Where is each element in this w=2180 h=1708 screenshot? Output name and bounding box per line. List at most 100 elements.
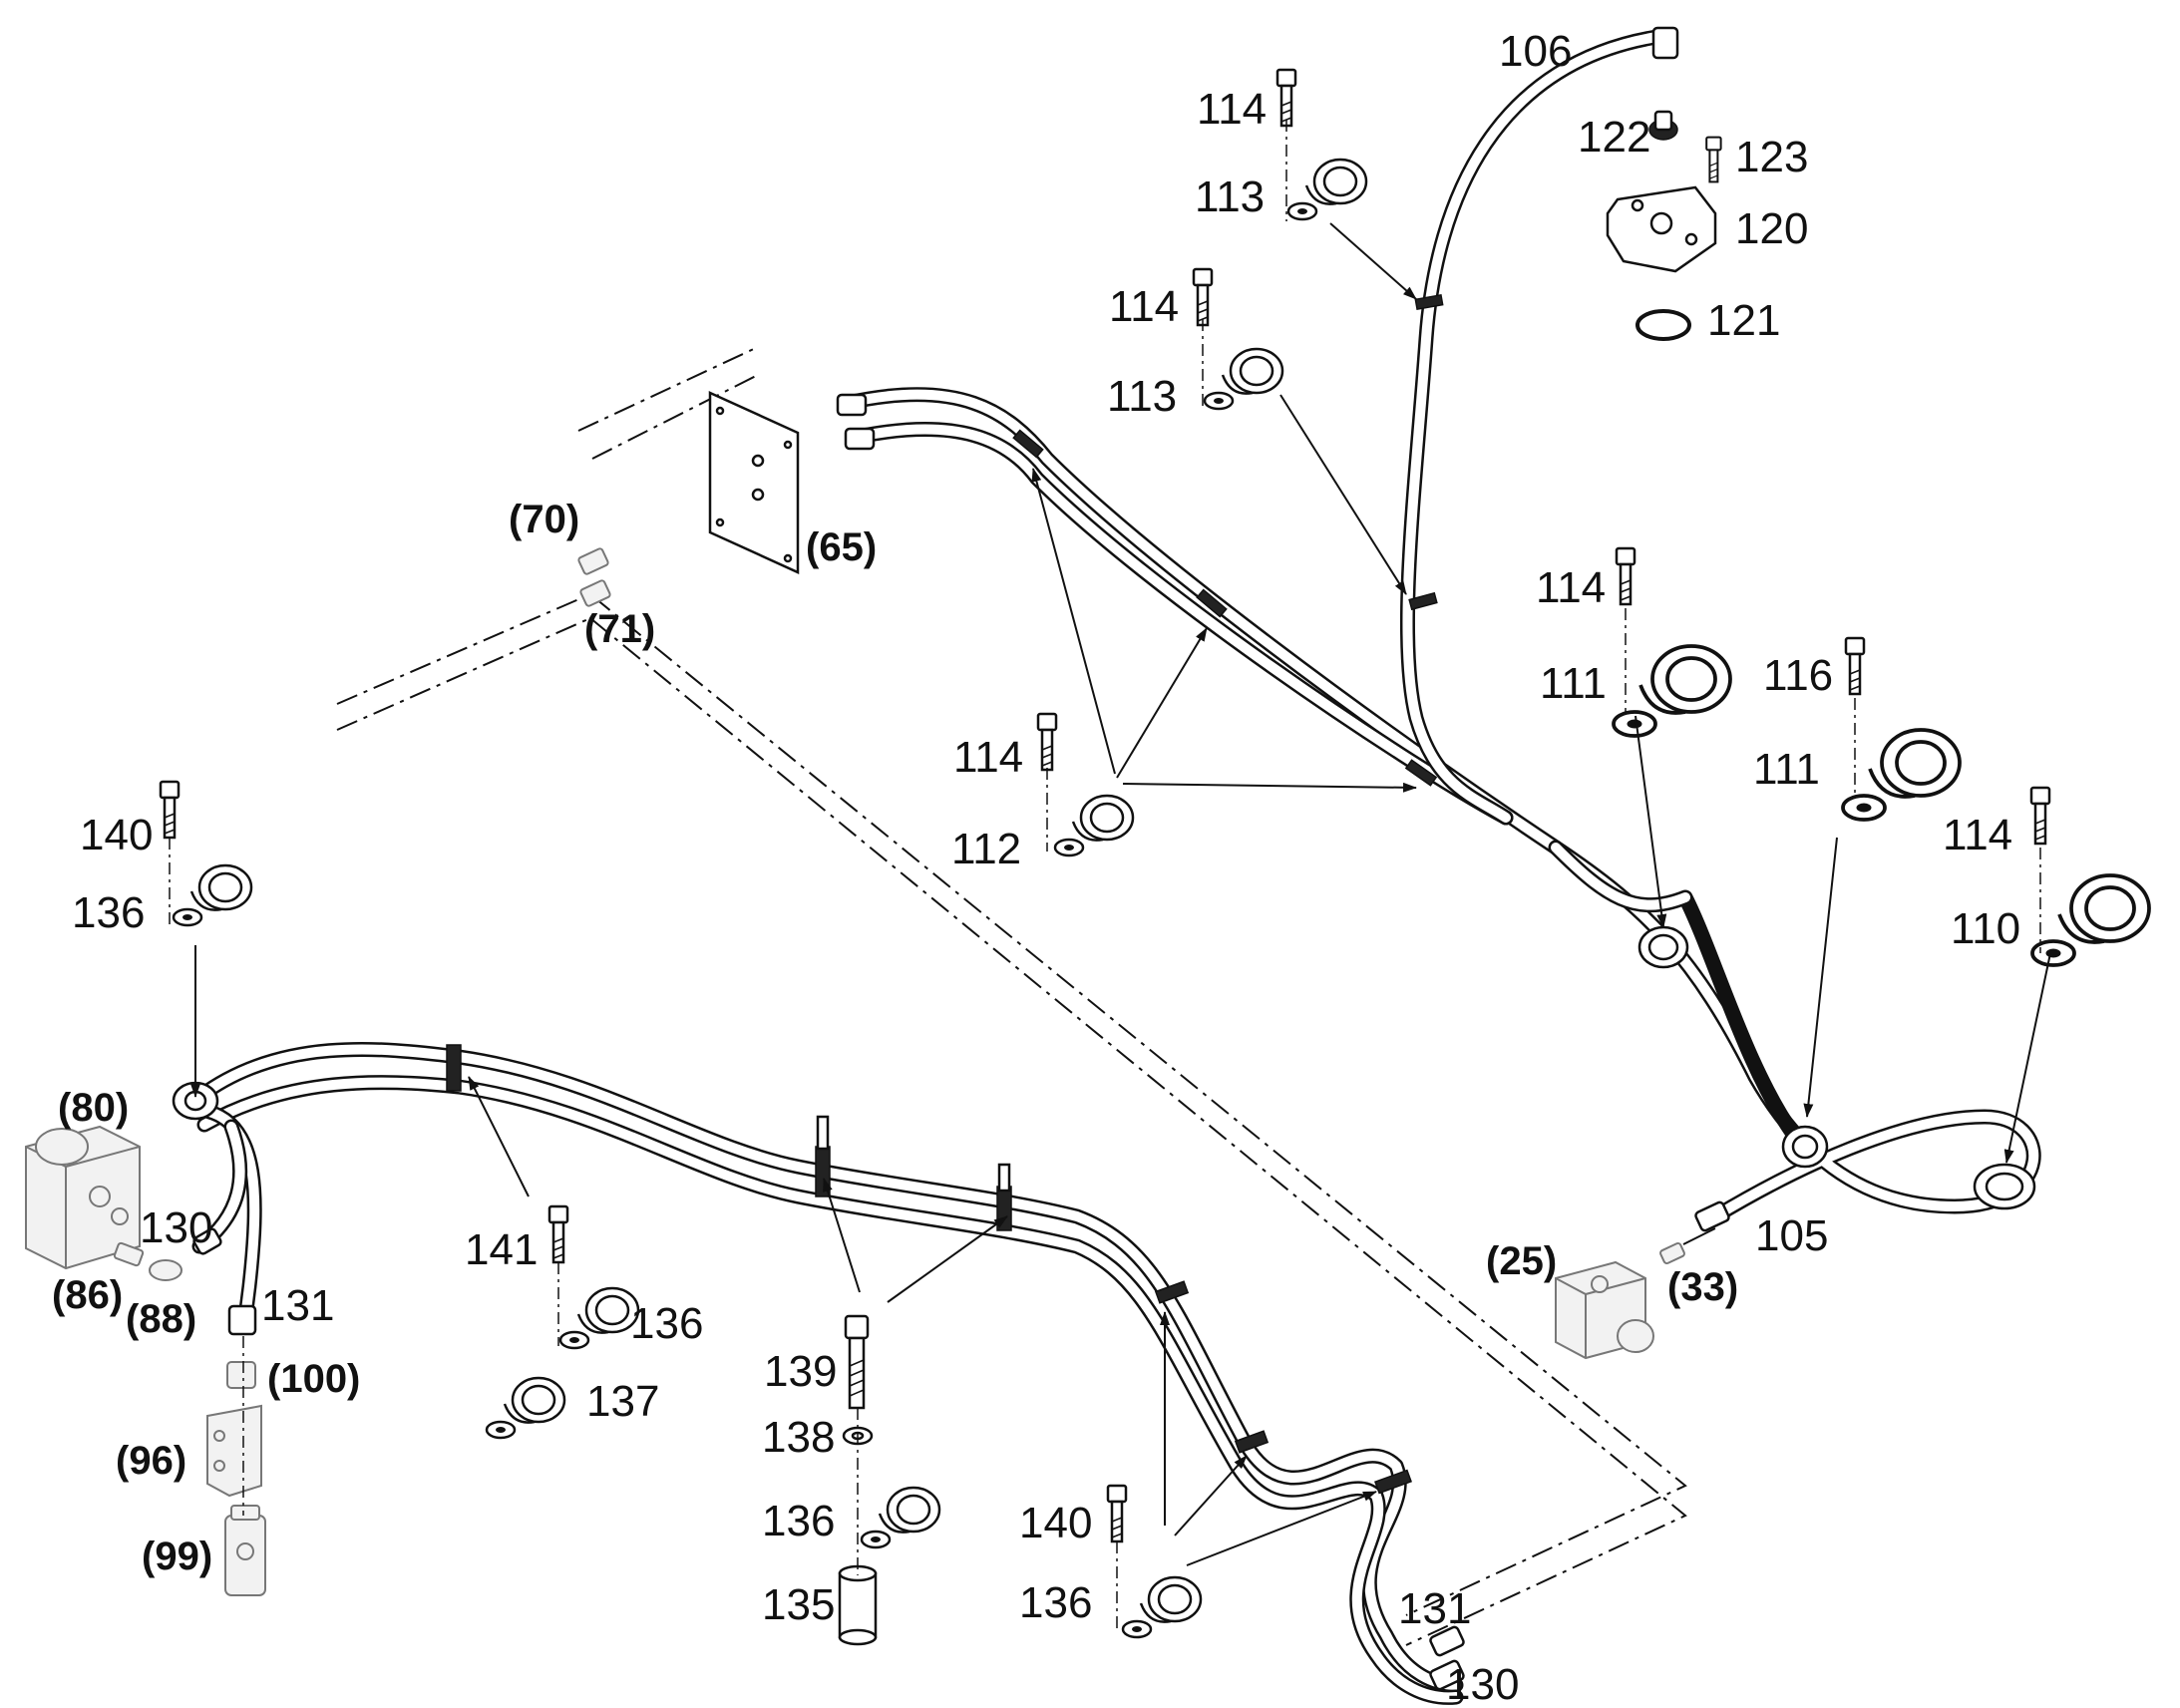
fitting-33 xyxy=(1659,1241,1685,1265)
label-140-b: 140 xyxy=(1019,1499,1092,1547)
hose-end-fittings-lower xyxy=(192,1227,1465,1691)
label-130: 130 xyxy=(140,1203,212,1252)
label-33: (33) xyxy=(1667,1265,1738,1309)
clamp-111-b xyxy=(1841,728,1962,822)
clamp-136-b xyxy=(558,1286,640,1350)
clamp-106-top xyxy=(1414,293,1444,311)
clamp-111-mounted xyxy=(1637,925,1689,969)
label-141: 141 xyxy=(465,1225,538,1274)
clamp-lower-e xyxy=(1234,1430,1270,1454)
assembly-outline xyxy=(336,346,1687,1646)
hose-assembly-upper xyxy=(840,28,2041,1224)
label-138: 138 xyxy=(762,1413,835,1462)
clamp-110-mounted xyxy=(1973,1163,2036,1210)
bracket-96 xyxy=(206,1404,262,1498)
label-112: 112 xyxy=(951,825,1021,873)
clamp-113-b xyxy=(1203,347,1284,411)
bolt-139 xyxy=(844,1314,870,1410)
label-114-d: 114 xyxy=(953,733,1023,782)
hose-end-fittings-upper xyxy=(836,26,1730,1232)
label-113-b: 113 xyxy=(1107,372,1177,421)
o-ring-121 xyxy=(1635,309,1691,341)
label-111: 111 xyxy=(1540,659,1607,708)
label-70: (70) xyxy=(509,498,579,541)
label-120: 120 xyxy=(1735,204,1808,253)
label-116: 116 xyxy=(1763,651,1833,700)
fitting-100 xyxy=(226,1361,256,1389)
clamp-lower-d xyxy=(1154,1280,1190,1304)
clamp-hose-b xyxy=(1196,588,1228,618)
valve-99 xyxy=(224,1505,266,1596)
label-137: 137 xyxy=(586,1377,659,1426)
clamp-113-a xyxy=(1286,158,1368,221)
label-123: 123 xyxy=(1735,133,1808,181)
clamp-136-d xyxy=(1121,1575,1203,1639)
clamp-111b-mounted xyxy=(1781,1125,1829,1169)
bolt-140-a xyxy=(159,780,181,840)
clamp-112 xyxy=(1053,794,1135,857)
valve-block-80 xyxy=(25,1125,141,1270)
label-121: 121 xyxy=(1707,296,1780,345)
label-25: (25) xyxy=(1486,1239,1557,1283)
fitting-88 xyxy=(149,1259,182,1281)
bolt-116 xyxy=(1844,636,1866,696)
label-110: 110 xyxy=(1951,904,2020,953)
bolt-114-e xyxy=(2029,786,2051,846)
label-88: (88) xyxy=(126,1297,196,1341)
clamp-110 xyxy=(2030,873,2151,967)
label-122: 122 xyxy=(1578,113,1650,162)
label-106: 106 xyxy=(1499,27,1572,76)
label-71: (71) xyxy=(584,607,655,651)
label-140: 140 xyxy=(80,811,153,859)
bolt-114-b xyxy=(1192,267,1214,327)
clamp-lower-b xyxy=(815,1115,831,1197)
label-114-c: 114 xyxy=(1536,563,1606,612)
spacer-135 xyxy=(838,1564,878,1646)
clamp-136-c xyxy=(860,1486,941,1549)
label-96: (96) xyxy=(116,1439,186,1483)
fitting-86 xyxy=(113,1241,145,1267)
label-113: 113 xyxy=(1195,172,1265,221)
label-80: (80) xyxy=(58,1086,129,1130)
bolt-114-a xyxy=(1275,68,1297,128)
bolt-114-c xyxy=(1615,546,1636,606)
clamp-137 xyxy=(485,1376,566,1440)
fitting-70 xyxy=(577,547,609,575)
clamp-111-a xyxy=(1612,644,1732,738)
clamp-lower-a xyxy=(446,1044,462,1092)
label-131: 131 xyxy=(261,1281,334,1330)
label-114-b: 114 xyxy=(1109,282,1179,331)
clamp-136-a xyxy=(172,863,253,927)
label-86: (86) xyxy=(52,1273,123,1317)
mounting-plate-65 xyxy=(708,391,800,574)
hose-assembly-lower xyxy=(191,1041,1464,1705)
clamp-hose-a xyxy=(1012,429,1044,459)
label-136-c: 136 xyxy=(762,1497,835,1545)
leader-arrows xyxy=(190,222,2051,1566)
flange-120 xyxy=(1606,185,1717,273)
label-136-b: 136 xyxy=(630,1299,703,1348)
valve-block-25 xyxy=(1555,1260,1654,1360)
label-100: (100) xyxy=(267,1357,360,1401)
label-105: 105 xyxy=(1755,1211,1828,1260)
label-65: (65) xyxy=(806,525,877,569)
callout-labels: 106 114 113 122 123 120 121 114 113 (70)… xyxy=(52,27,2020,1708)
label-99: (99) xyxy=(142,1535,212,1578)
label-131-b: 131 xyxy=(1398,1584,1471,1633)
label-136-d: 136 xyxy=(1019,1578,1092,1627)
fitting-71 xyxy=(579,579,611,607)
label-111-b: 111 xyxy=(1753,745,1820,794)
bolt-114-d xyxy=(1036,712,1058,772)
label-130-b: 130 xyxy=(1446,1660,1519,1708)
label-114: 114 xyxy=(1197,85,1267,134)
bolt-141 xyxy=(547,1204,569,1264)
label-136: 136 xyxy=(72,888,145,937)
label-135: 135 xyxy=(762,1580,835,1629)
bolt-140-b xyxy=(1106,1484,1128,1543)
clamp-hose-c xyxy=(1404,759,1438,787)
label-114-e: 114 xyxy=(1943,811,2012,859)
label-139: 139 xyxy=(764,1347,837,1396)
clamp-lower-c xyxy=(996,1163,1012,1231)
clamp-lower-f xyxy=(1374,1469,1412,1495)
